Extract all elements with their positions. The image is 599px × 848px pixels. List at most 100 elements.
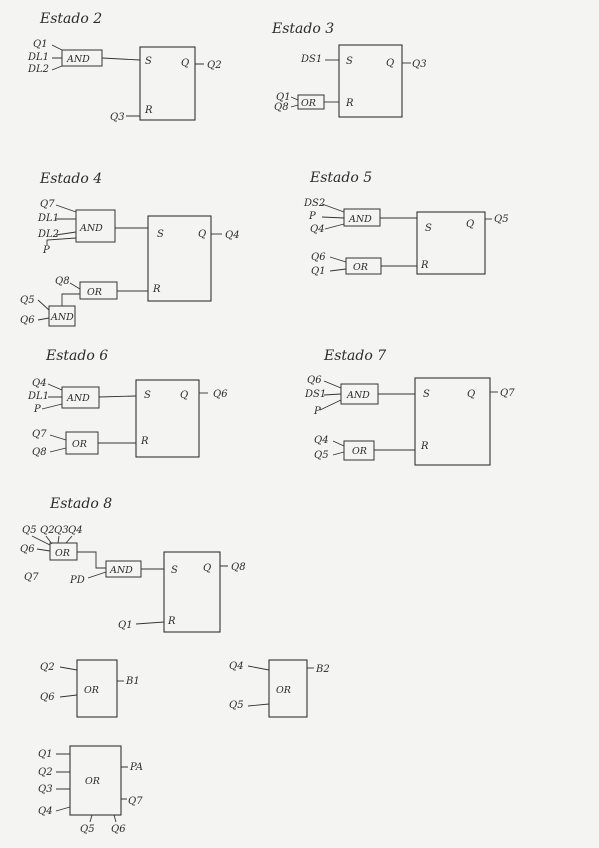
- sr-flipflop: [135, 379, 200, 458]
- gate-label: AND: [109, 565, 133, 576]
- or-gate: [268, 659, 308, 718]
- set-pin: S: [425, 223, 432, 234]
- input-label: Q8: [274, 102, 289, 113]
- reset-pin: R: [140, 436, 149, 447]
- output-label: PA: [129, 762, 143, 773]
- input-label: Q7: [32, 429, 47, 440]
- output-label: Q3: [412, 59, 427, 70]
- diagram-title: Estado 3: [271, 21, 334, 37]
- gate-label: OR: [72, 439, 87, 450]
- and-gate: [61, 386, 100, 409]
- gate-label: OR: [85, 776, 100, 787]
- reset-input-label: Q3: [110, 112, 125, 123]
- output-label: B1: [125, 676, 140, 687]
- output-pin: Q: [198, 229, 206, 240]
- input-label: Q4: [38, 806, 53, 817]
- wire: [321, 203, 345, 230]
- reset-input-label: Q1: [118, 620, 133, 631]
- input-label: Q6: [20, 544, 35, 555]
- output-label: Q6: [213, 389, 228, 400]
- reset-pin: R: [144, 105, 153, 116]
- input-label: Q6: [307, 375, 322, 386]
- set-pin: S: [423, 389, 430, 400]
- input-label: Q5: [20, 295, 35, 306]
- or-gate: [79, 281, 118, 300]
- gate-label: AND: [79, 223, 103, 234]
- diagram-estado-8: Estado 8 Q5 Q2 Q3 Q4 Q6 OR Q7 PD AND S R…: [20, 496, 246, 633]
- input-label: DL1: [27, 52, 49, 63]
- gate-label: OR: [352, 446, 367, 457]
- input-label: Q5: [314, 450, 329, 461]
- input-label: Q1: [33, 39, 48, 50]
- input-label: Q6: [111, 824, 126, 835]
- wire: [61, 293, 80, 306]
- diagram-title: Estado 2: [39, 11, 102, 27]
- input-label: Q5: [80, 824, 95, 835]
- set-pin: S: [157, 229, 164, 240]
- wire: [329, 256, 347, 272]
- wire: [101, 57, 141, 61]
- input-label: DL1: [37, 213, 59, 224]
- wire: [51, 44, 63, 71]
- output-pin: Q: [181, 58, 189, 69]
- diagram-title: Estado 4: [39, 171, 102, 187]
- input-label: P: [313, 406, 321, 417]
- gate-label: OR: [55, 548, 70, 559]
- sr-flipflop: [338, 44, 403, 118]
- input-label: Q2: [40, 662, 55, 673]
- wire: [37, 299, 50, 321]
- diagram-estado-2: Estado 2 Q1 DL1 DL2 AND S R Q Q2 Q3: [27, 11, 222, 123]
- diagram-estado-7: Estado 7 Q6 DS1 P AND Q4 Q5 OR S R Q Q7: [304, 348, 515, 466]
- output-label: Q7: [500, 388, 515, 399]
- output-or-pa: Q1 Q2 Q3 Q4 Q5 Q6 OR PA Q7: [38, 745, 143, 835]
- gate-label: OR: [87, 287, 102, 298]
- output-pin: Q: [203, 563, 211, 574]
- input-label: P: [308, 211, 316, 222]
- diagram-title: Estado 6: [45, 348, 108, 364]
- gate-label: AND: [346, 390, 370, 401]
- wire: [31, 535, 73, 552]
- diagram-title: Estado 8: [49, 496, 112, 512]
- wire: [87, 571, 107, 579]
- or-gate: [69, 745, 122, 816]
- sr-flipflop: [414, 377, 491, 466]
- reset-pin: R: [420, 441, 429, 452]
- wire: [98, 395, 137, 398]
- input-label: DS1: [304, 389, 326, 400]
- output-label: Q7: [128, 796, 143, 807]
- wire: [319, 380, 342, 411]
- input-label: Q7: [24, 572, 39, 583]
- input-label: DL1: [27, 391, 49, 402]
- reset-pin: R: [345, 98, 354, 109]
- input-label: Q8: [55, 276, 70, 287]
- output-pin: Q: [180, 390, 188, 401]
- gate-label: OR: [276, 685, 291, 696]
- reset-pin: R: [420, 260, 429, 271]
- diagram-title: Estado 5: [309, 170, 372, 186]
- input-label: Q1: [276, 92, 291, 103]
- input-label: Q2: [40, 525, 55, 536]
- output-pin: Q: [386, 58, 394, 69]
- wire: [135, 565, 228, 625]
- output-label: Q8: [231, 562, 246, 573]
- wire: [77, 551, 106, 569]
- input-label: Q4: [314, 435, 329, 446]
- wire: [332, 440, 345, 456]
- set-pin: S: [144, 390, 151, 401]
- input-label: Q2: [38, 767, 53, 778]
- reset-pin: R: [167, 616, 176, 627]
- diagram-estado-5: Estado 5 DS2 P Q4 AND Q6 Q1 OR S R Q Q5: [303, 170, 509, 277]
- sr-flipflop: [163, 551, 221, 633]
- output-or-b1: Q2 Q6 OR B1: [40, 659, 140, 718]
- set-pin: S: [346, 56, 353, 67]
- gate-label: AND: [50, 312, 74, 323]
- input-label: Q7: [40, 199, 55, 210]
- input-label: DS2: [303, 198, 325, 209]
- output-label: Q2: [207, 60, 222, 71]
- sr-flipflop: [416, 211, 486, 275]
- and-gate: [343, 208, 381, 227]
- diagram-estado-6: Estado 6 Q4 DL1 P AND Q7 Q8 OR S R Q Q6: [27, 348, 228, 458]
- input-label: Q5: [229, 700, 244, 711]
- wire: [69, 282, 81, 290]
